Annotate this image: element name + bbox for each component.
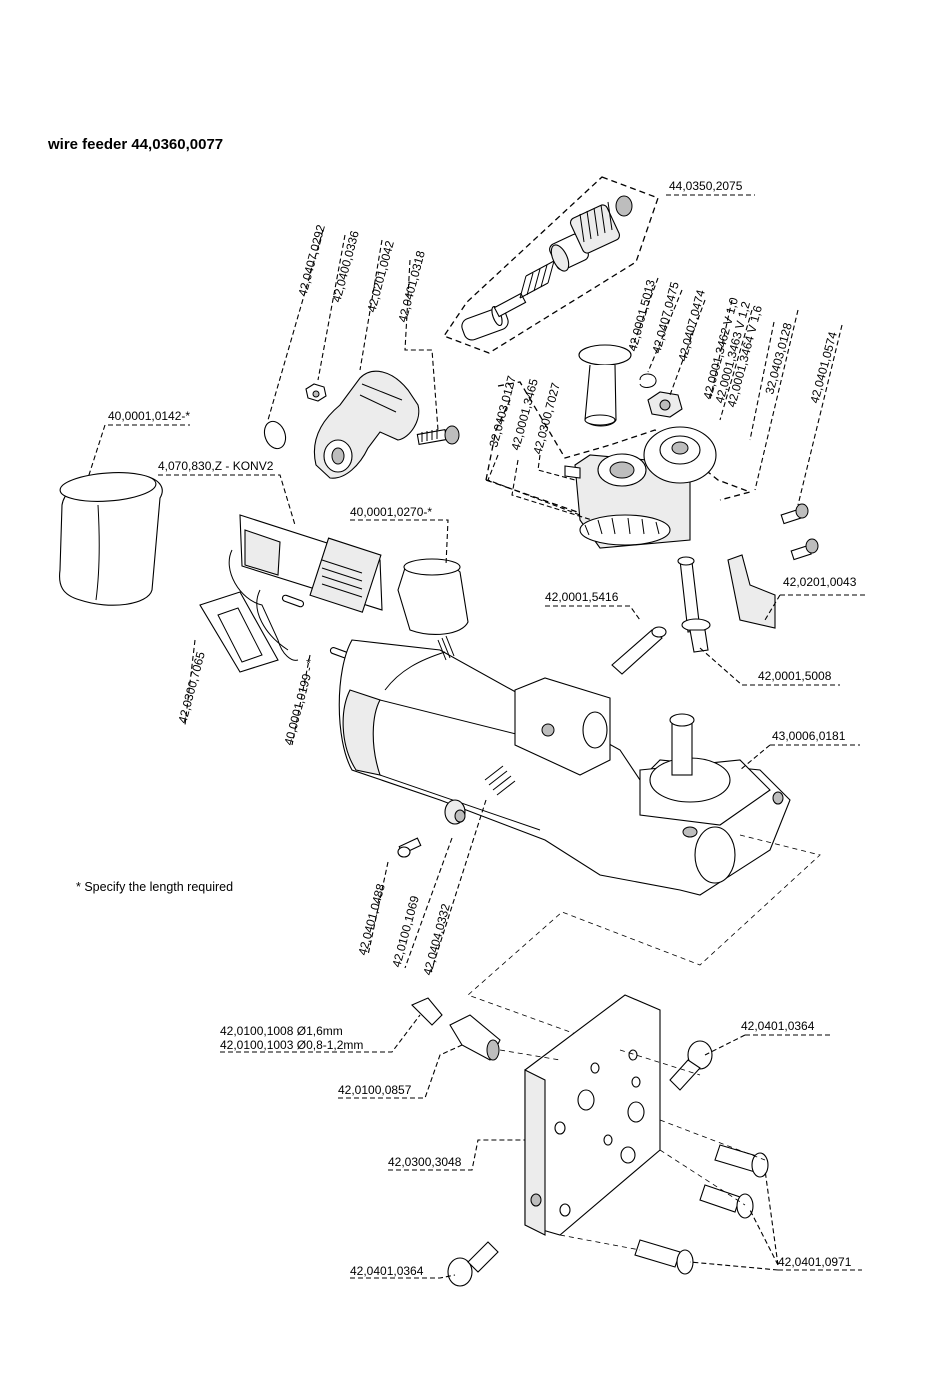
label-42-0201-0043: 42,0201,0043 bbox=[783, 575, 857, 589]
label-42-0401-0318: 42,0401,0318 bbox=[395, 249, 428, 324]
pressure-lever bbox=[313, 370, 420, 479]
label-42-0407-0292: 42,0407,0292 bbox=[295, 223, 328, 298]
label-40-0001-0270: 40,0001,0270-* bbox=[350, 505, 432, 519]
countersunk-screw-icon bbox=[634, 1144, 769, 1275]
gear-icon bbox=[579, 514, 671, 546]
spring-icon bbox=[484, 765, 516, 796]
label-42-0407-0474: 42,0407,0474 bbox=[675, 288, 708, 363]
label-42-0400-0336: 42,0400,0336 bbox=[329, 229, 362, 304]
hex-nut-icon bbox=[305, 383, 327, 402]
label-42-0100-0857: 42,0100,0857 bbox=[338, 1083, 412, 1097]
retaining-ring-icon bbox=[263, 420, 287, 450]
screw-icon bbox=[397, 837, 422, 858]
bushing-icon bbox=[444, 799, 466, 825]
leader-lines bbox=[87, 194, 865, 1279]
guide-sleeve bbox=[397, 558, 469, 635]
mounting-plate bbox=[524, 994, 661, 1236]
label-42-0100-1008: 42,0100,1008 Ø1,6mm bbox=[220, 1024, 343, 1038]
drive-roller-assembly bbox=[443, 176, 659, 354]
circuit-board bbox=[228, 514, 383, 661]
label-42-0300-3048: 42,0300,3048 bbox=[388, 1155, 462, 1169]
length-footnote: * Specify the length required bbox=[76, 880, 234, 894]
label-4-070-830-z: 4,070,830,Z - KONV2 bbox=[158, 459, 274, 473]
label-40-0001-0142: 40,0001,0142-* bbox=[108, 409, 190, 423]
label-42-0201-0042: 42,0201,0042 bbox=[364, 239, 397, 314]
label-42-0401-0574: 42,0401,0574 bbox=[807, 330, 840, 405]
clamp-piece bbox=[727, 554, 776, 629]
label-42-0401-0488: 42,0401,0488 bbox=[355, 882, 388, 957]
label-42-0001-5008: 42,0001,5008 bbox=[758, 669, 832, 683]
label-40-0001-0199: 40,0001,0199 - * bbox=[281, 657, 318, 747]
label-42-0100-1069: 42,0100,1069 bbox=[389, 894, 422, 969]
pin-icon bbox=[677, 556, 711, 653]
diagram-title: wire feeder 44,0360,0077 bbox=[48, 136, 224, 153]
pin-icon bbox=[611, 626, 667, 675]
retaining-ring-icon bbox=[639, 373, 657, 388]
cover-plate bbox=[199, 591, 279, 673]
screw-icon bbox=[416, 425, 460, 445]
label-42-0401-0364-bottom: 42,0401,0364 bbox=[350, 1264, 424, 1278]
spring-icon bbox=[519, 260, 555, 299]
label-42-0300-7065: 42,0300,7065 bbox=[175, 650, 208, 725]
drive-motor bbox=[338, 635, 791, 896]
label-42-0001-5416: 42,0001,5416 bbox=[545, 590, 619, 604]
gear-icon bbox=[643, 426, 717, 484]
screw-icon bbox=[669, 1040, 713, 1091]
pressure-roller-housing bbox=[485, 381, 753, 549]
screw-icon bbox=[447, 1241, 499, 1287]
label-42-0100-1003: 42,0100,1003 Ø0,8-1,2mm bbox=[220, 1038, 363, 1052]
screw-icon bbox=[780, 503, 819, 561]
label-42-0401-0971: 42,0401,0971 bbox=[778, 1255, 852, 1269]
knob-icon bbox=[578, 344, 632, 427]
label-42-0404-0332: 42,0404,0332 bbox=[420, 902, 453, 977]
label-44-0350-2075: 44,0350,2075 bbox=[669, 179, 743, 193]
cover-sleeve bbox=[58, 472, 163, 606]
label-43-0006-0181: 43,0006,0181 bbox=[772, 729, 846, 743]
nipple-icon bbox=[411, 997, 443, 1026]
label-42-0401-0364-top: 42,0401,0364 bbox=[741, 1019, 815, 1033]
nozzle-icon bbox=[449, 1014, 501, 1061]
label-32-0403-0128: 32,0403,0128 bbox=[762, 321, 795, 396]
hex-nut-icon bbox=[647, 391, 683, 418]
